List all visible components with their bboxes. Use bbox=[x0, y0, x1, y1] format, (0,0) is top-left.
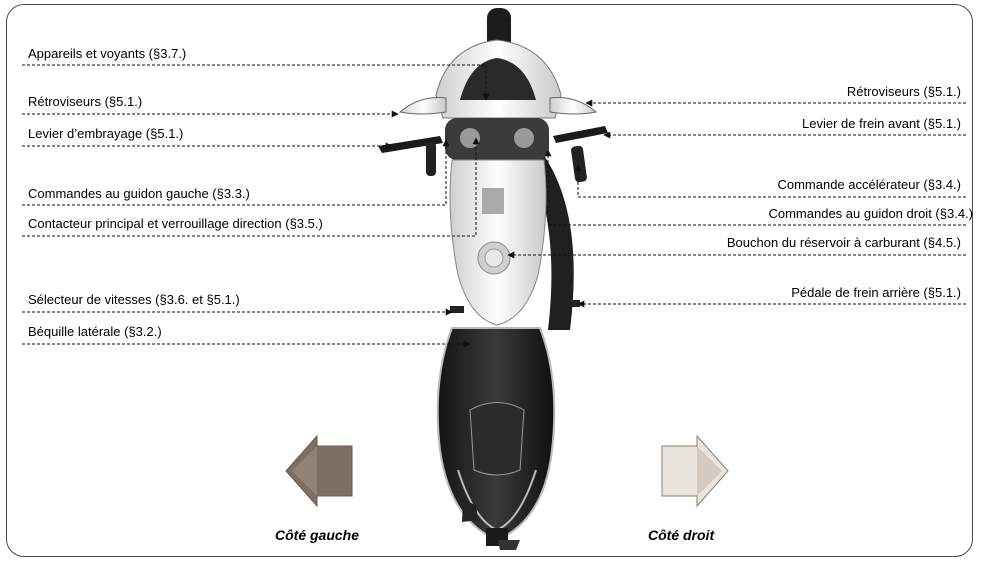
label-fuel-cap: Bouchon du réservoir à carburant (§4.5.) bbox=[727, 235, 961, 250]
label-instruments: Appareils et voyants (§3.7.) bbox=[28, 46, 186, 61]
caption-right-side: Côté droit bbox=[648, 527, 714, 543]
caption-left-side: Côté gauche bbox=[275, 527, 359, 543]
label-side-stand: Béquille latérale (§3.2.) bbox=[28, 324, 162, 339]
label-front-brake-lever: Levier de frein avant (§5.1.) bbox=[802, 116, 961, 131]
label-rear-brake-pedal: Pédale de frein arrière (§5.1.) bbox=[791, 285, 961, 300]
label-right-controls: Commandes au guidon droit (§3.4.) bbox=[768, 206, 973, 221]
label-left-controls: Commandes au guidon gauche (§3.3.) bbox=[28, 186, 250, 201]
label-gear-selector: Sélecteur de vitesses (§3.6. et §5.1.) bbox=[28, 292, 240, 307]
label-right-mirror: Rétroviseurs (§5.1.) bbox=[847, 84, 961, 99]
label-throttle: Commande accélérateur (§3.4.) bbox=[777, 177, 961, 192]
label-ignition-switch: Contacteur principal et verrouillage dir… bbox=[28, 216, 323, 231]
label-left-mirror: Rétroviseurs (§5.1.) bbox=[28, 94, 142, 109]
label-clutch-lever: Levier d’embrayage (§5.1.) bbox=[28, 126, 183, 141]
